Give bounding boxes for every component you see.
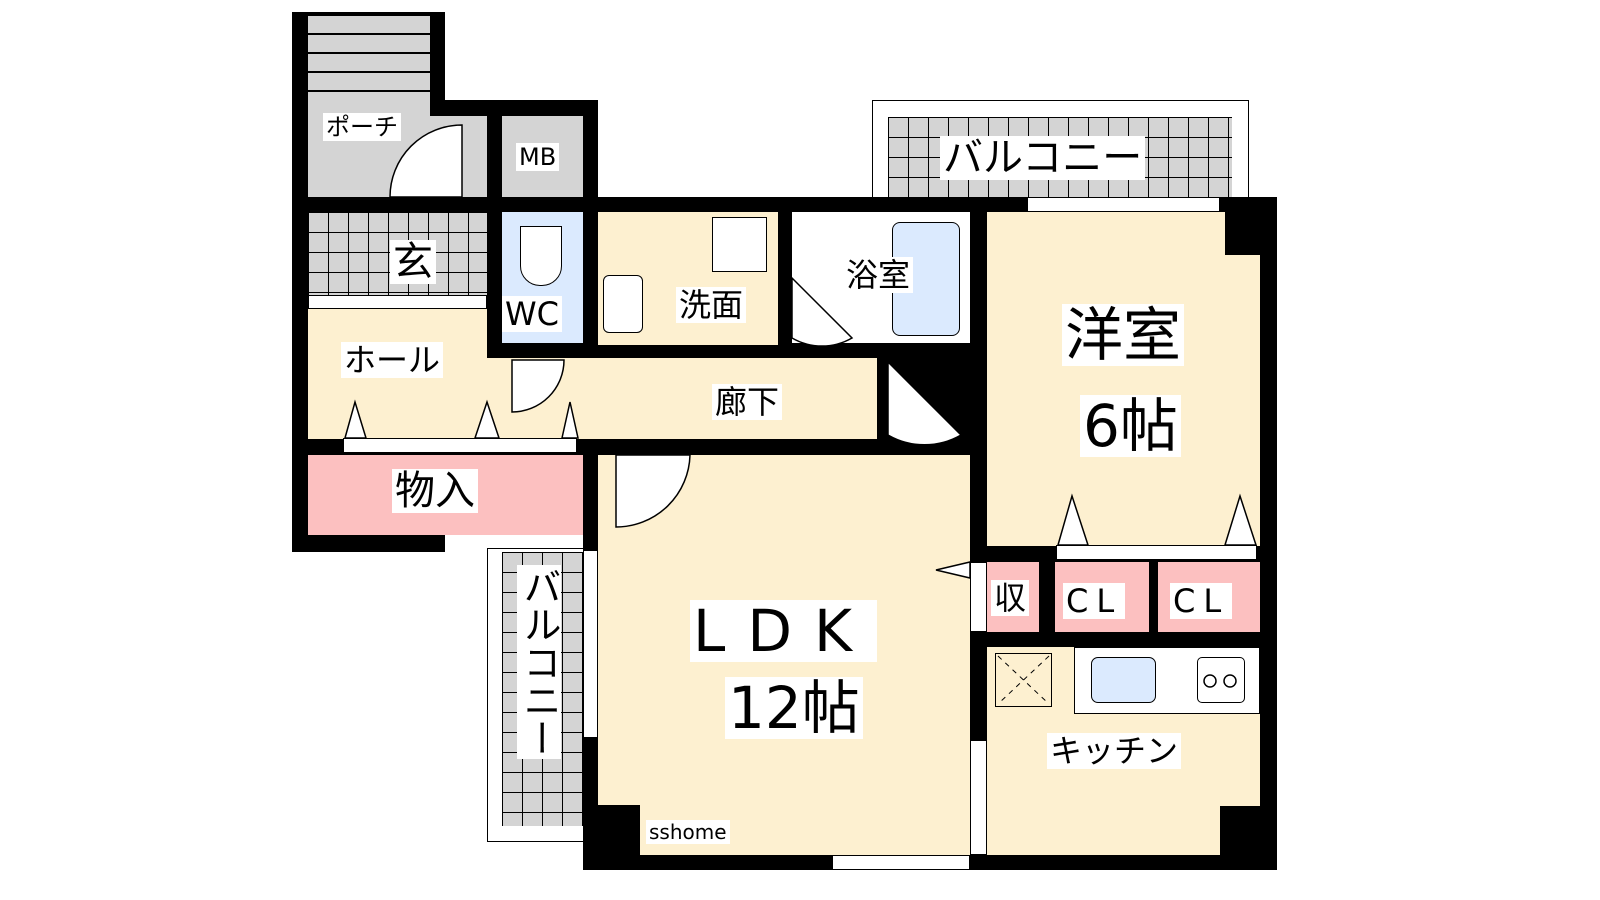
western-room [987,212,1260,546]
sink-icon [1091,657,1156,703]
cl-label-2: CL [1170,583,1233,619]
shu-label: 収 [991,580,1030,616]
corridor-label: 廊下 [712,384,783,420]
balcony-top [888,117,1232,199]
porch-label: ポーチ [323,113,401,141]
ldk-size-label: 12帖 [725,677,863,739]
window [970,562,987,632]
fridge-space-icon [995,653,1052,707]
window [970,740,987,855]
bath-label: 浴室 [843,257,914,293]
pillar [1220,806,1260,856]
cl-label-1: CL [1063,583,1126,619]
watermark: sshome [646,820,730,844]
window [1027,197,1220,212]
balcony-top-label: バルコニー [940,136,1146,180]
washbasin-icon [603,275,643,333]
pillar [598,805,640,855]
porch-stairs [308,14,430,92]
closet-door[interactable] [1056,545,1257,560]
storage-label: 物入 [392,469,478,513]
window [583,550,598,738]
toilet-icon [520,226,562,286]
ldk-label: LDK [690,600,878,662]
washer-space-icon [712,217,767,272]
storage-door[interactable] [343,438,577,453]
western-door-icon [887,360,963,446]
western-room-label: 洋室 [1062,304,1185,366]
entrance-door-icon [389,124,463,198]
hall-label: ホール [341,342,444,378]
bath-door-icon [791,276,854,347]
step [308,295,487,309]
western-size-label: 6帖 [1080,395,1181,457]
balcony-left-label: バルコニー [517,565,561,759]
window [832,855,970,870]
pillar [1225,212,1260,255]
washroom-label: 洗面 [676,287,747,323]
genkan-label: 玄 [390,240,436,284]
wc-door-icon [511,359,565,413]
wc-label: WC [502,296,562,332]
stove-icon [1197,657,1245,703]
mb-label: MB [516,143,560,171]
ldk-door-icon [615,454,691,528]
kitchen-label: キッチン [1047,733,1182,769]
